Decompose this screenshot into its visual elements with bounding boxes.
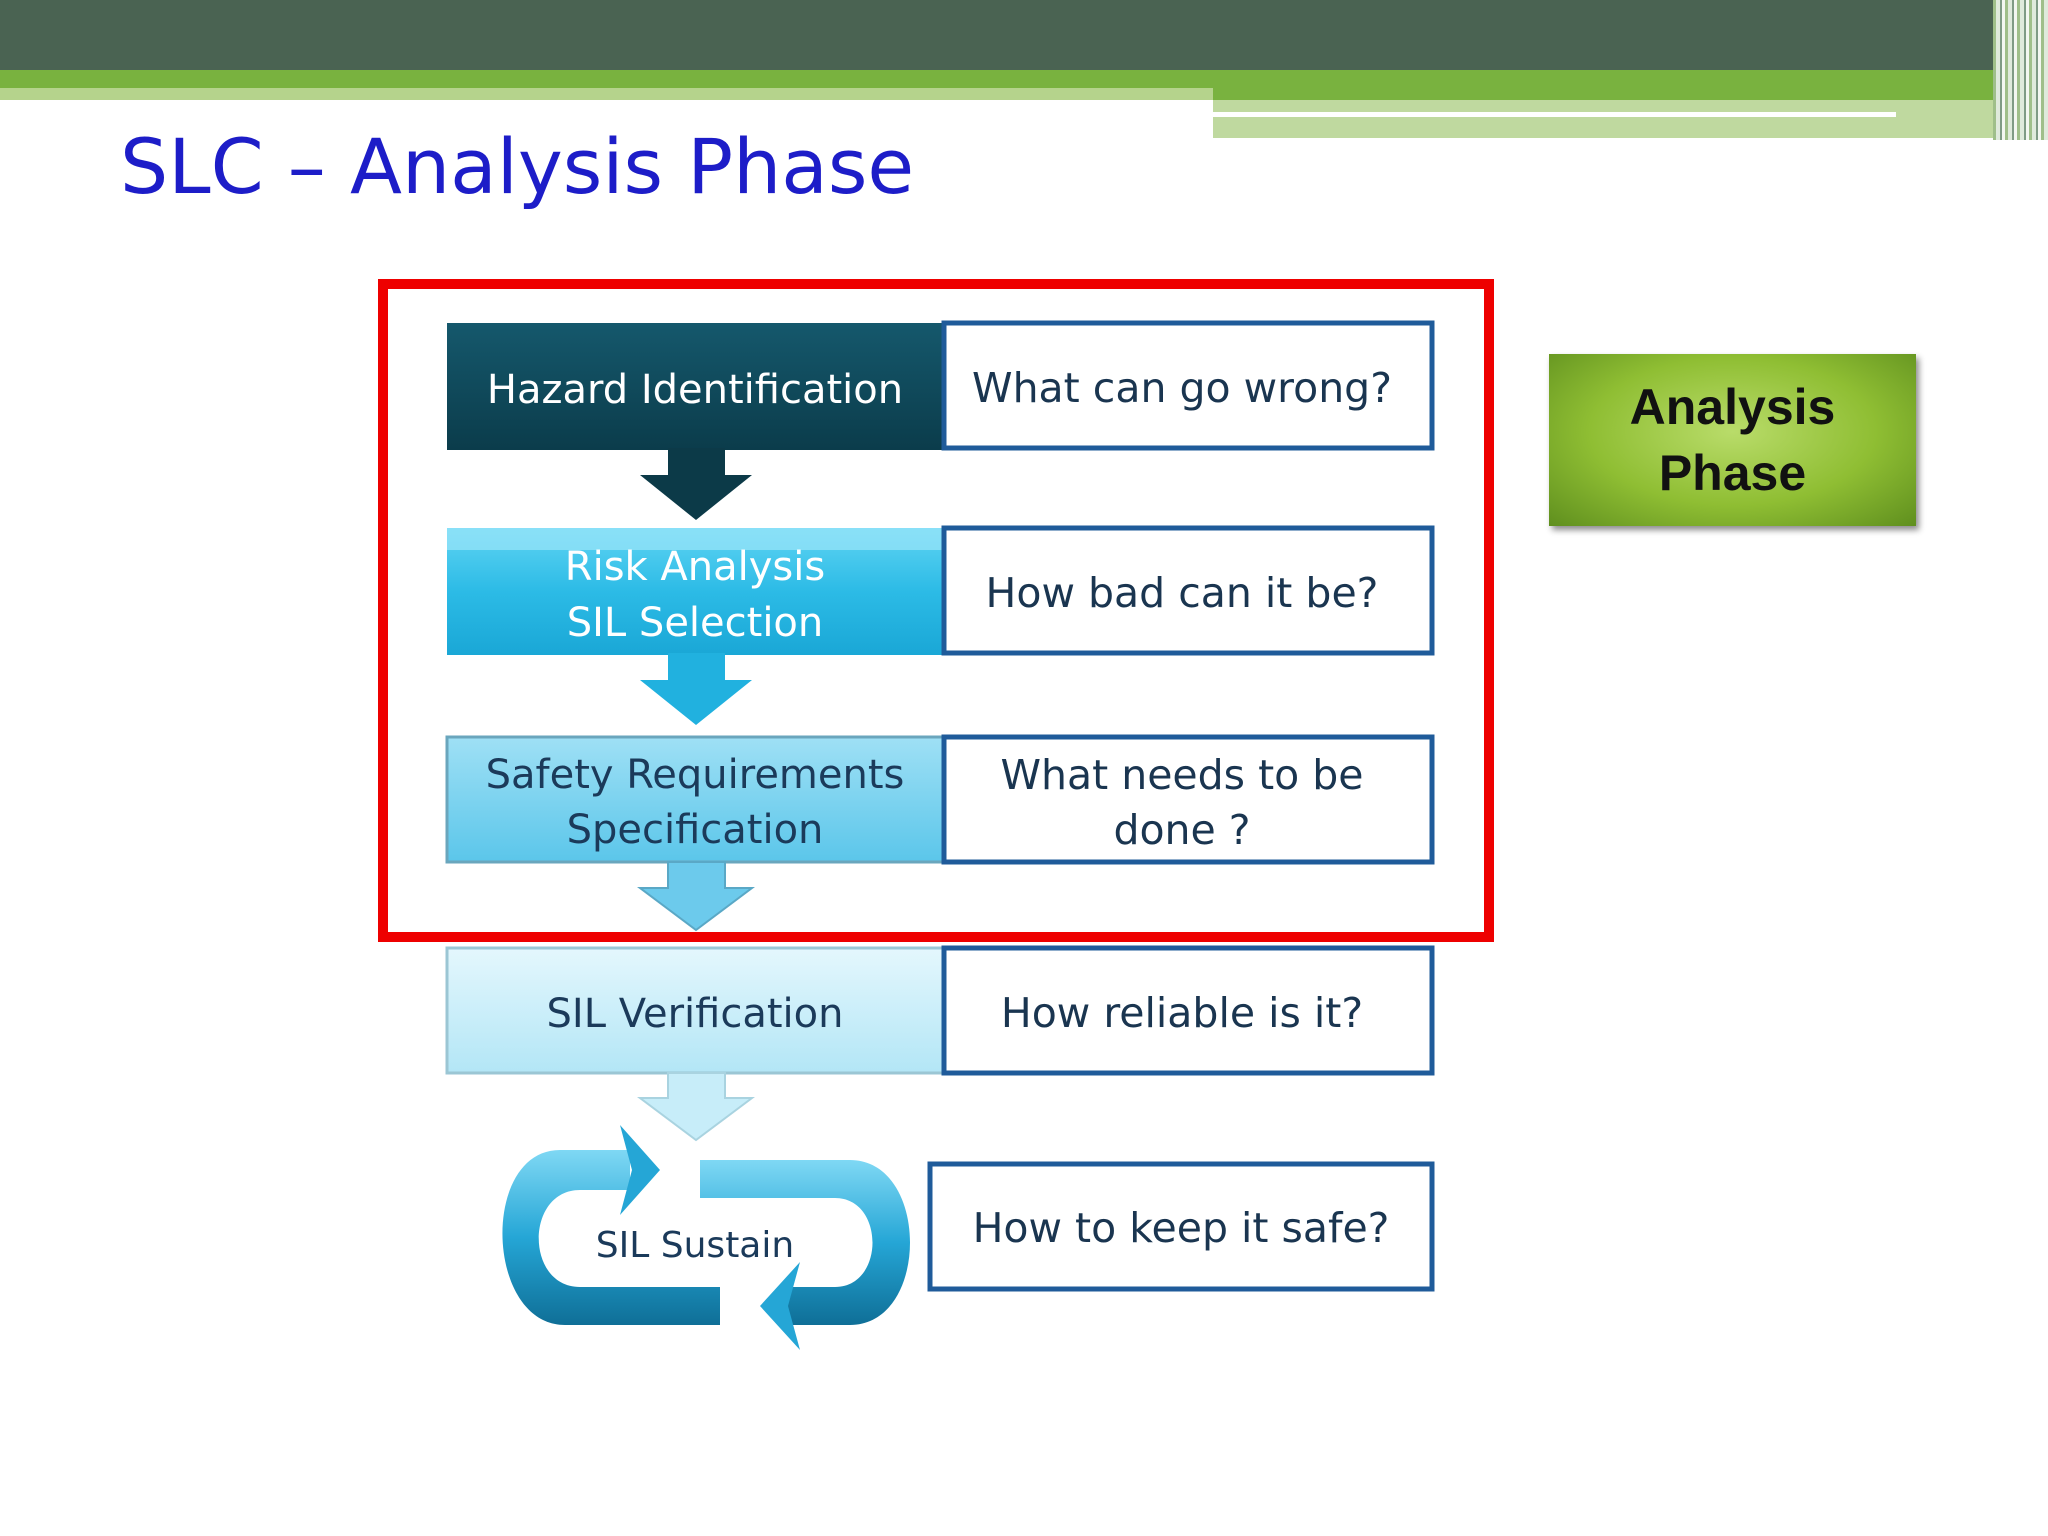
step-5-label: SIL Sustain (596, 1225, 794, 1266)
step-5-question-box (927, 1161, 1435, 1292)
header-bar-green (0, 70, 1213, 88)
step-3-box (445, 735, 946, 864)
answer-hazard-identification: What can go wrong? (941, 320, 1435, 451)
step-1-question: What can go wrong? (972, 364, 1392, 412)
svg-text:Hazard Identification: Hazard Identification (487, 367, 903, 413)
loop-right-arrow-icon (620, 1125, 660, 1215)
slide-title: SLC – Analysis Phase (120, 122, 915, 211)
svg-text:How bad can it be?: How bad can it be? (986, 569, 1379, 617)
svg-text:SIL Sustain: SIL Sustain (596, 1225, 794, 1266)
analysis-phase-highlight-frame (378, 279, 1494, 942)
step-1-box (447, 323, 944, 450)
step-5-question: How to keep it safe? (973, 1204, 1390, 1252)
step-2-label-line-1: Risk Analysis (565, 544, 825, 590)
step-3-question-box (941, 734, 1435, 865)
step-4-box (445, 946, 946, 1075)
answer-sil-sustain: How to keep it safe? (927, 1161, 1435, 1292)
analysis-phase-badge: Analysis Phase (1549, 354, 1916, 526)
svg-text:How reliable is it?: How reliable is it? (1001, 989, 1363, 1037)
step-1-arrow-icon (640, 448, 752, 520)
step-1-label: Hazard Identification (487, 367, 903, 413)
badge-line-1: Analysis (1629, 379, 1836, 435)
svg-text:Specification: Specification (567, 807, 824, 853)
step-4-label: SIL Verification (547, 991, 844, 1037)
step-3-label-line-1: Safety Requirements (486, 752, 905, 798)
header-white-line (1213, 112, 1896, 117)
svg-text:What needs to be: What needs to be (1000, 751, 1363, 799)
header-bar-light (0, 88, 1213, 100)
answer-sil-verification: How reliable is it? (941, 945, 1435, 1076)
step-4-question-box (941, 945, 1435, 1076)
svg-text:What can go wrong?: What can go wrong? (972, 364, 1392, 412)
step-safety-requirements: Safety Requirements Specification (445, 735, 946, 932)
step-3-arrow-icon (637, 861, 755, 932)
step-4-question: How reliable is it? (1001, 989, 1363, 1037)
badge-label: Analysis Phase (1630, 374, 1836, 506)
step-4-arrow-icon (637, 1072, 755, 1142)
badge-line-2: Phase (1658, 445, 1807, 501)
step-2-question-box (941, 525, 1435, 656)
step-sil-sustain: SIL Sustain (502, 1125, 910, 1350)
svg-text:How to keep it safe?: How to keep it safe? (973, 1204, 1390, 1252)
step-3-question-line-1: What needs to be (1000, 751, 1363, 799)
header-bar-light-right (1213, 100, 1993, 138)
step-risk-analysis: Risk Analysis SIL Selection (447, 528, 944, 725)
answer-risk-analysis: How bad can it be? (941, 525, 1435, 656)
step-3-label-line-2: Specification (567, 807, 824, 853)
header-bar-green-right (1213, 70, 1993, 100)
loop-left-arc (502, 1150, 720, 1325)
step-3-question-line-2: done ? (1113, 806, 1250, 854)
step-hazard-identification: Hazard Identification (447, 323, 944, 520)
svg-text:done ?: done ? (1113, 806, 1250, 854)
step-2-label-line-2: SIL Selection (567, 600, 824, 646)
answer-safety-requirements: What needs to be done ? (941, 734, 1435, 865)
header-bar-dark (0, 0, 2048, 70)
step-1-question-box (941, 320, 1435, 451)
svg-text:SIL Selection: SIL Selection (567, 600, 824, 646)
svg-text:SIL Verification: SIL Verification (547, 991, 844, 1037)
step-2-question: How bad can it be? (986, 569, 1379, 617)
svg-text:Safety Requirements: Safety Requirements (486, 752, 905, 798)
step-sil-verification: SIL Verification (445, 946, 946, 1142)
loop-left-arrow-icon (760, 1262, 800, 1350)
svg-text:Risk Analysis: Risk Analysis (565, 544, 825, 590)
step-2-arrow-icon (640, 653, 752, 725)
loop-right-arc (700, 1160, 910, 1325)
header-corner-stripes (1993, 0, 2048, 140)
